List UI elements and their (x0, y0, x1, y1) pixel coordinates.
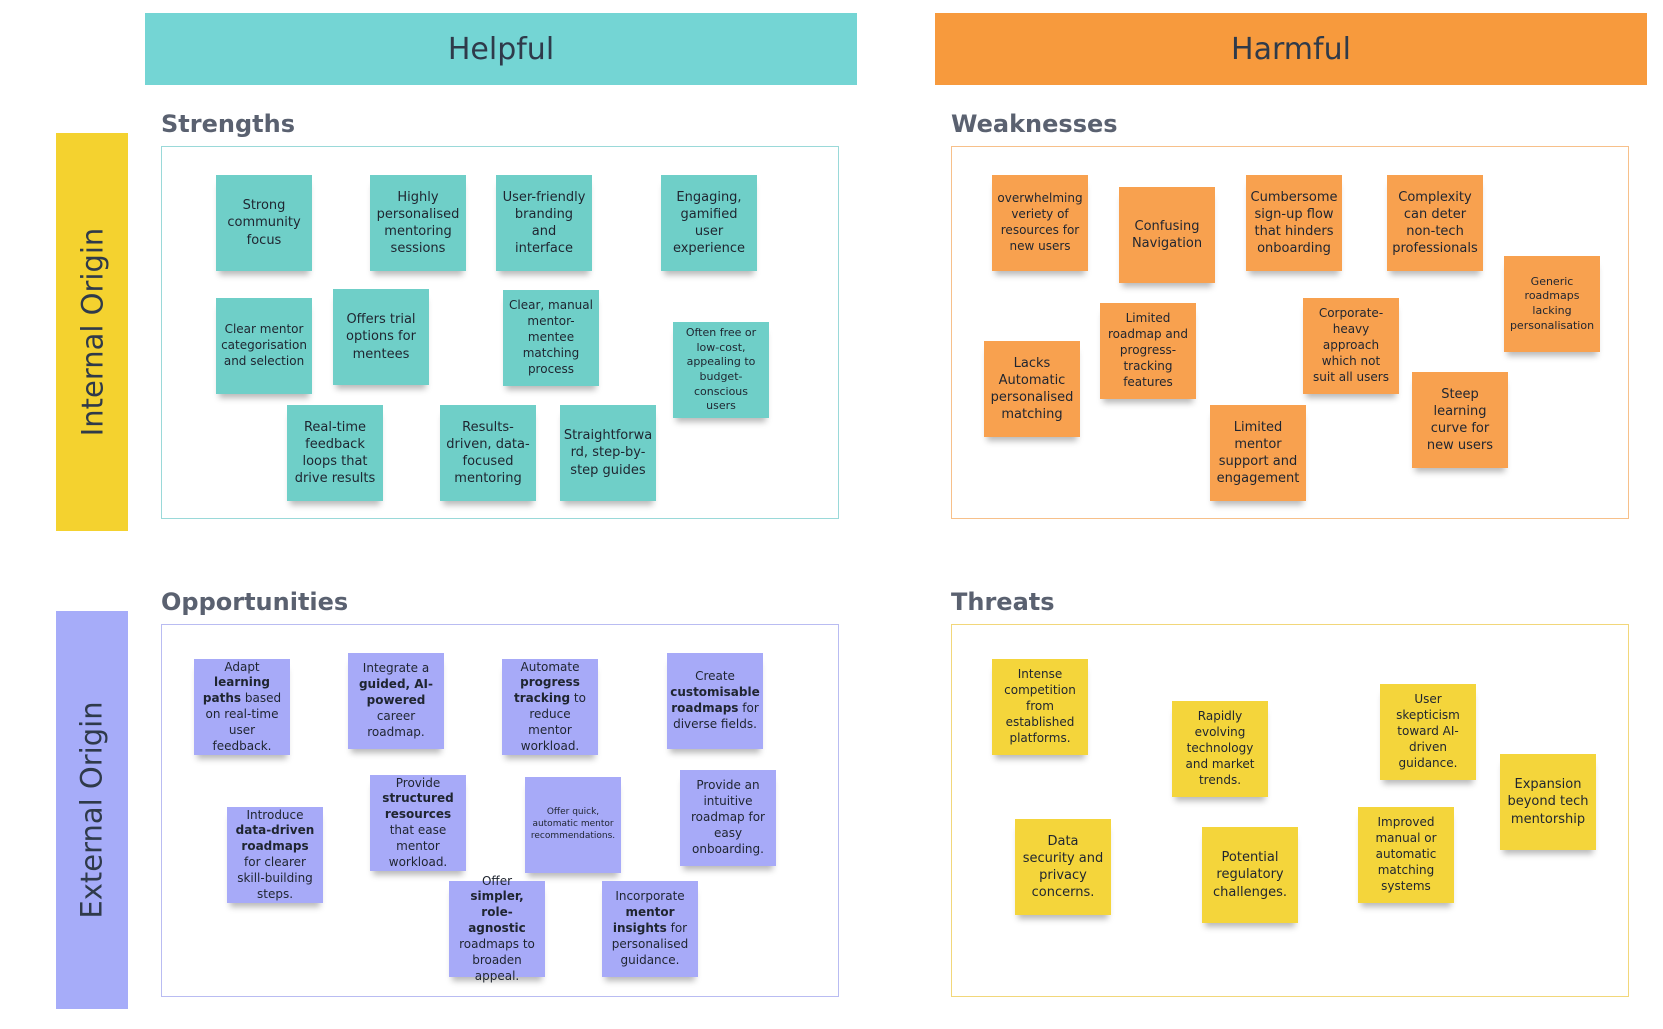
note-text: Potential regulatory challenges. (1213, 850, 1287, 900)
note-text: Limited mentor support and engagement (1216, 419, 1300, 487)
note-text: User-friendly branding and interface (502, 189, 586, 257)
note-text: Results-driven, data-focused mentoring (446, 419, 530, 487)
note-text: Provide an intuitive roadmap for easy on… (691, 778, 765, 856)
note-text: Real-time feedback loops that drive resu… (294, 419, 376, 487)
harmful-column-header: Harmful (935, 13, 1647, 85)
weakness-note[interactable]: Generic roadmaps lacking personalisation (1504, 256, 1600, 352)
strength-note[interactable]: Straightforwa rd, step-by-step guides (560, 405, 656, 501)
weakness-note[interactable]: Corporate-heavy approach which not suit … (1303, 298, 1399, 394)
weakness-note[interactable]: Cumbersome sign-up flow that hinders onb… (1246, 175, 1342, 271)
weakness-note[interactable]: Lacks Automatic personalised matching (984, 341, 1080, 437)
note-text: Automate progress tracking to reduce men… (514, 659, 586, 753)
weakness-note[interactable]: Confusing Navigation (1119, 187, 1215, 283)
note-text: Create customisable roadmaps for diverse… (670, 669, 760, 731)
note-text: Provide structured resources that ease m… (382, 775, 454, 869)
external-origin-label: External Origin (75, 701, 110, 919)
note-text: Engaging, gamified user experience (672, 189, 746, 257)
opportunity-note[interactable]: Provide structured resources that ease m… (370, 775, 466, 871)
opportunity-note[interactable]: Adapt learning paths based on real-time … (194, 659, 290, 755)
opportunity-note[interactable]: Incorporate mentor insights for personal… (602, 881, 698, 977)
opportunity-note[interactable]: Introduce data-driven roadmaps for clear… (227, 807, 323, 903)
note-text: Offers trial options for mentees (346, 312, 416, 362)
threat-note[interactable]: Expansion beyond tech mentorship (1500, 754, 1596, 850)
note-text: Strong community focus (227, 198, 301, 248)
weakness-note[interactable]: Limited mentor support and engagement (1210, 405, 1306, 501)
note-text: Integrate a guided, AI-powered career ro… (358, 661, 434, 739)
strength-note[interactable]: Engaging, gamified user experience (661, 175, 757, 271)
note-text: Often free or low-cost, appealing to bud… (685, 326, 757, 413)
note-text: User skepticism toward AI-driven guidanc… (1396, 692, 1460, 770)
note-text: Generic roadmaps lacking personalisation (1509, 274, 1595, 332)
threats-title: Threats (951, 588, 1055, 616)
threat-note[interactable]: Intense competition from established pla… (992, 659, 1088, 755)
note-text: Adapt learning paths based on real-time … (202, 659, 282, 753)
opportunity-note[interactable]: Create customisable roadmaps for diverse… (667, 653, 763, 749)
strengths-title: Strengths (161, 110, 295, 138)
opportunity-note[interactable]: Offer quick, automatic mentor recommenda… (525, 777, 621, 873)
strength-note[interactable]: User-friendly branding and interface (496, 175, 592, 271)
note-text: Intense competition from established pla… (1004, 667, 1076, 745)
note-text: Highly personalised mentoring sessions (376, 189, 460, 257)
note-text: Clear mentor categorisation and selectio… (221, 322, 307, 368)
weakness-note[interactable]: overwhelming veriety of resources for ne… (992, 175, 1088, 271)
strength-note[interactable]: Real-time feedback loops that drive resu… (287, 405, 383, 501)
weakness-note[interactable]: Steep learning curve for new users (1412, 372, 1508, 468)
helpful-column-header: Helpful (145, 13, 857, 85)
note-text: Complexity can deter non-tech profession… (1392, 189, 1478, 257)
strength-note[interactable]: Highly personalised mentoring sessions (370, 175, 466, 271)
note-text: Offer simpler, role-agnostic roadmaps to… (459, 873, 535, 983)
note-text: Straightforwa rd, step-by-step guides (563, 428, 653, 478)
threat-note[interactable]: User skepticism toward AI-driven guidanc… (1380, 684, 1476, 780)
note-text: Clear, manual mentor-mentee matching pro… (509, 298, 593, 376)
weakness-note[interactable]: Complexity can deter non-tech profession… (1387, 175, 1483, 271)
strength-note[interactable]: Offers trial options for mentees (333, 289, 429, 385)
strength-note[interactable]: Often free or low-cost, appealing to bud… (673, 322, 769, 418)
note-text: Improved manual or automatic matching sy… (1375, 815, 1437, 893)
internal-origin-label: Internal Origin (75, 227, 110, 437)
opportunities-title: Opportunities (161, 588, 349, 616)
note-text: Introduce data-driven roadmaps for clear… (235, 807, 315, 901)
weakness-note[interactable]: Limited roadmap and progress-tracking fe… (1100, 303, 1196, 399)
note-text: Expansion beyond tech mentorship (1507, 777, 1589, 827)
threat-note[interactable]: Improved manual or automatic matching sy… (1358, 807, 1454, 903)
note-text: Confusing Navigation (1131, 218, 1203, 251)
note-text: Corporate-heavy approach which not suit … (1313, 306, 1389, 384)
threat-note[interactable]: Data security and privacy concerns. (1015, 819, 1111, 915)
opportunity-note[interactable]: Integrate a guided, AI-powered career ro… (348, 653, 444, 749)
internal-origin-row-header: Internal Origin (56, 133, 128, 531)
note-text: Lacks Automatic personalised matching (990, 355, 1074, 423)
threat-note[interactable]: Potential regulatory challenges. (1202, 827, 1298, 923)
strength-note[interactable]: Clear mentor categorisation and selectio… (216, 298, 312, 394)
threat-note[interactable]: Rapidly evolving technology and market t… (1172, 701, 1268, 797)
opportunity-note[interactable]: Provide an intuitive roadmap for easy on… (680, 770, 776, 866)
strength-note[interactable]: Clear, manual mentor-mentee matching pro… (503, 290, 599, 386)
note-text: overwhelming veriety of resources for ne… (997, 191, 1083, 253)
note-text: Incorporate mentor insights for personal… (611, 889, 689, 967)
note-text: Data security and privacy concerns. (1022, 833, 1104, 901)
note-text: Steep learning curve for new users (1426, 386, 1494, 454)
opportunity-note[interactable]: Automate progress tracking to reduce men… (502, 659, 598, 755)
note-text: Rapidly evolving technology and market t… (1185, 709, 1255, 787)
note-text: Offer quick, automatic mentor recommenda… (530, 807, 616, 841)
note-text: Limited roadmap and progress-tracking fe… (1107, 311, 1189, 389)
opportunity-note[interactable]: Offer simpler, role-agnostic roadmaps to… (449, 874, 545, 983)
note-text: Cumbersome sign-up flow that hinders onb… (1250, 189, 1338, 257)
strength-note[interactable]: Results-driven, data-focused mentoring (440, 405, 536, 501)
external-origin-row-header: External Origin (56, 611, 128, 1009)
strength-note[interactable]: Strong community focus (216, 175, 312, 271)
weaknesses-title: Weaknesses (951, 110, 1118, 138)
